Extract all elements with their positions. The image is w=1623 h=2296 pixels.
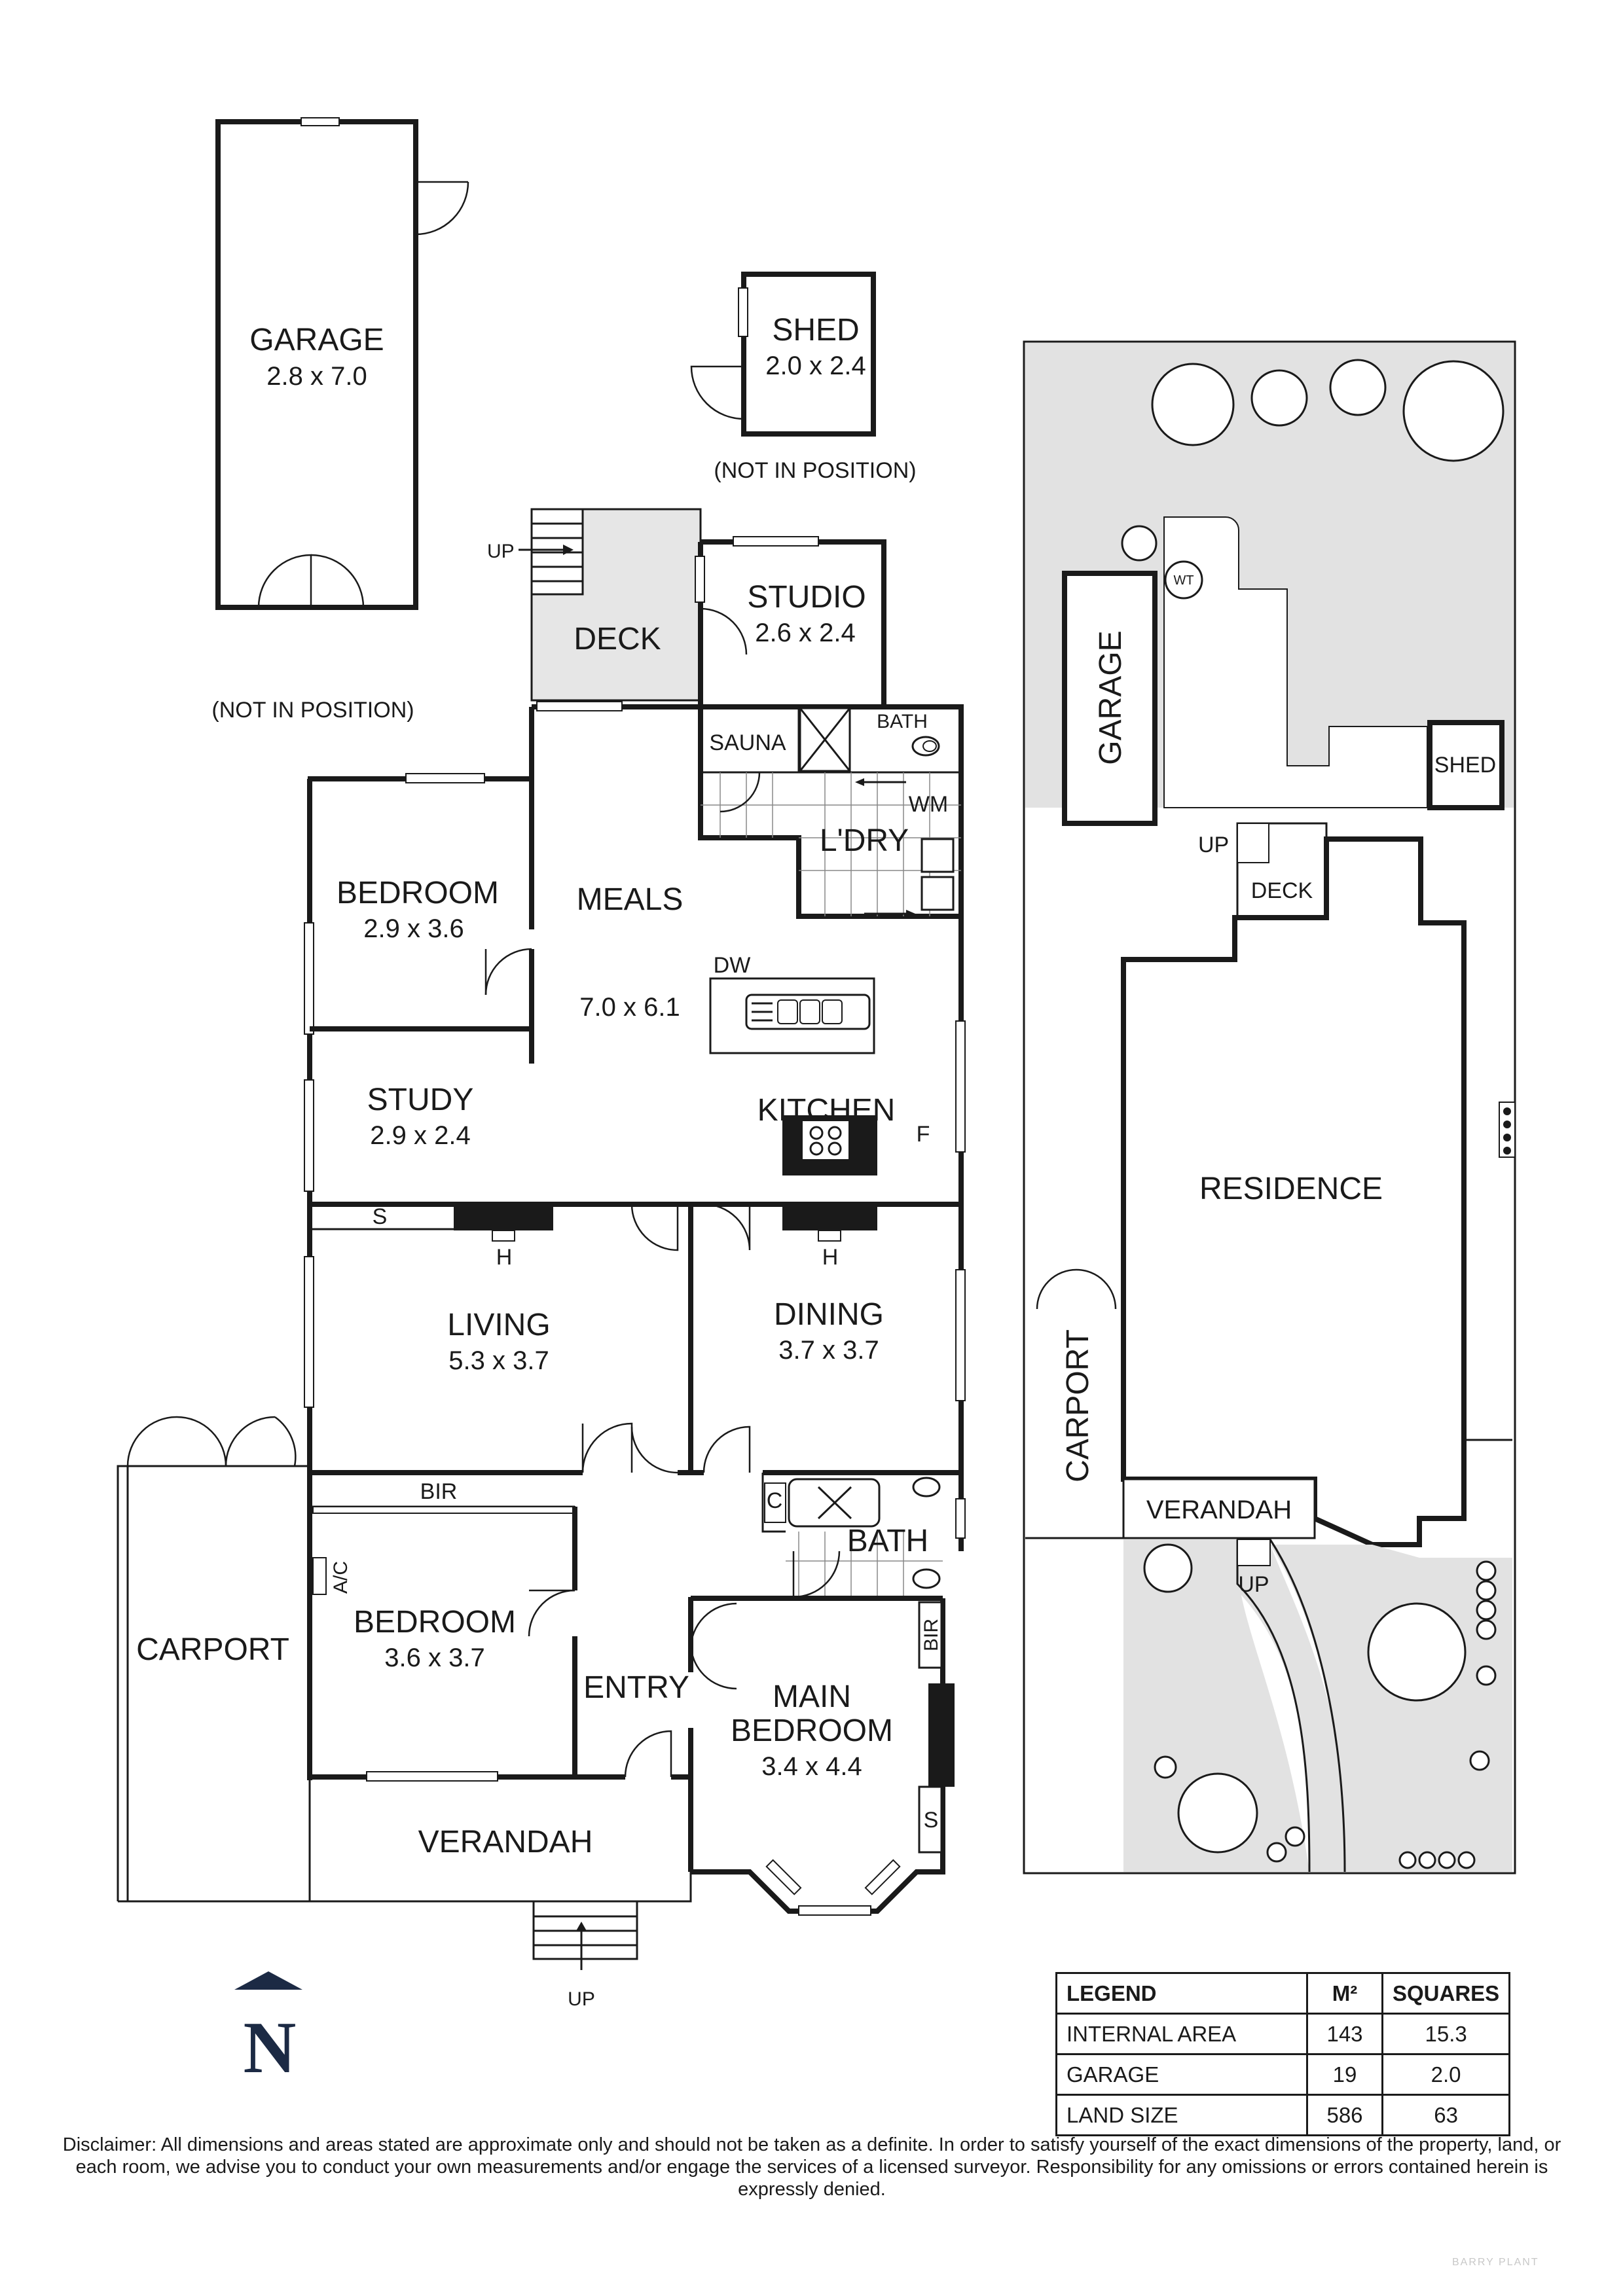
legend-row-label: INTERNAL AREA — [1055, 2013, 1308, 2055]
north-label: N — [244, 2007, 297, 2089]
legend-header-m2: M² — [1306, 1972, 1383, 2015]
site-deck-label: DECK — [1251, 878, 1313, 903]
wm-label: WM — [909, 792, 948, 817]
legend-header-row: LEGEND M² SQUARES — [1055, 1972, 1511, 2015]
studio-label: STUDIO — [747, 580, 866, 615]
site-shed-label: SHED — [1434, 753, 1496, 778]
front-up-label: UP — [568, 1988, 595, 2010]
main-bedroom-label-1: MAIN — [773, 1679, 851, 1714]
front-trees — [1143, 1543, 1497, 1869]
legend-row-squares: 63 — [1381, 2094, 1511, 2136]
rear-bedroom-dims: 2.9 x 3.6 — [363, 914, 464, 943]
shed-note: (NOT IN POSITION) — [714, 458, 916, 483]
rear-trees — [1121, 359, 1504, 562]
bir-label: BIR — [420, 1479, 458, 1504]
rear-bedroom-label: BEDROOM — [337, 876, 499, 910]
watermark: BARRY PLANT — [1452, 2257, 1539, 2268]
ac-label: A/C — [330, 1561, 352, 1594]
garage-dims: 2.8 x 7.0 — [266, 362, 367, 391]
shed-label: SHED — [772, 313, 859, 348]
main-storage-label: S — [924, 1808, 939, 1833]
house-plan: UP DECK STUDIO 2.6 x 2.4 — [117, 508, 966, 2010]
front-bath-tiles — [786, 1532, 943, 1597]
site-garage-label: GARAGE — [1093, 630, 1128, 764]
site-deck-up: UP — [1198, 833, 1229, 857]
legend-row-squares: 2.0 — [1381, 2053, 1511, 2096]
legend-row-label: LAND SIZE — [1055, 2094, 1308, 2136]
shed-dims: 2.0 x 2.4 — [765, 351, 866, 380]
north-arrow: N — [234, 1971, 302, 2089]
meals-label: MEALS — [577, 882, 684, 917]
table-row: GARAGE 19 2.0 — [1055, 2053, 1511, 2096]
entry-label: ENTRY — [583, 1670, 689, 1705]
site-meter — [1499, 1102, 1516, 1158]
water-tank-label: WT — [1173, 573, 1194, 588]
carport-label: CARPORT — [136, 1632, 289, 1667]
legend-row-m2: 586 — [1306, 2094, 1383, 2136]
site-carport-label: CARPORT — [1061, 1329, 1095, 1482]
table-row: LAND SIZE 586 63 — [1055, 2094, 1511, 2136]
deck-up-label: UP — [487, 541, 515, 562]
front-bedroom-dims: 3.6 x 3.7 — [384, 1643, 484, 1672]
site-plan: WT GARAGE SHED UP DECK RESIDENCE CARPORT… — [1023, 340, 1516, 1874]
site-front-up: UP — [1238, 1572, 1269, 1597]
garage-label: GARAGE — [249, 323, 384, 357]
living-label: LIVING — [447, 1308, 550, 1342]
garage-note: (NOT IN POSITION) — [211, 698, 414, 723]
dining-label: DINING — [774, 1297, 884, 1332]
meals-dims: 7.0 x 6.1 — [579, 993, 680, 1022]
main-bir-label: BIR — [921, 1619, 942, 1651]
table-row: INTERNAL AREA 143 15.3 — [1055, 2013, 1511, 2055]
legend-table: LEGEND M² SQUARES INTERNAL AREA 143 15.3… — [1055, 1972, 1511, 2136]
front-bath-label: BATH — [847, 1524, 928, 1558]
cupboard-label: C — [767, 1488, 783, 1513]
disclaimer-text: Disclaimer: All dimensions and areas sta… — [62, 2134, 1561, 2200]
living-heater-label: H — [496, 1245, 513, 1270]
study-label: STUDY — [367, 1083, 474, 1117]
legend-row-m2: 143 — [1306, 2013, 1383, 2055]
dining-dims: 3.7 x 3.7 — [778, 1336, 879, 1365]
living-dims: 5.3 x 3.7 — [448, 1346, 549, 1375]
deck-label: DECK — [574, 622, 661, 656]
dw-label: DW — [714, 953, 751, 978]
shed: SHED 2.0 x 2.4 (NOT IN POSITION) — [690, 272, 917, 483]
main-bedroom-label-2: BEDROOM — [731, 1713, 893, 1748]
sauna-label: SAUNA — [709, 730, 786, 755]
deck-stairs — [519, 508, 584, 596]
detached-garage: GARAGE 2.8 x 7.0 (NOT IN POSITION) — [211, 117, 469, 723]
fridge-label: F — [917, 1122, 930, 1147]
legend-header-squares: SQUARES — [1381, 1972, 1511, 2015]
legend-row-label: GARAGE — [1055, 2053, 1308, 2096]
site-verandah-label: VERANDAH — [1146, 1496, 1292, 1524]
residence-label: RESIDENCE — [1199, 1172, 1383, 1206]
dining-heater-label: H — [822, 1245, 839, 1270]
rear-bath-label: BATH — [877, 711, 928, 732]
laundry-label: L'DRY — [820, 823, 909, 858]
storage-s-label: S — [373, 1204, 388, 1229]
legend-row-squares: 15.3 — [1381, 2013, 1511, 2055]
legend-header: LEGEND — [1055, 1972, 1308, 2015]
front-bedroom-label: BEDROOM — [354, 1605, 516, 1640]
studio-dims: 2.6 x 2.4 — [755, 619, 855, 647]
study-dims: 2.9 x 2.4 — [370, 1121, 470, 1150]
legend-row-m2: 19 — [1306, 2053, 1383, 2096]
verandah-label: VERANDAH — [418, 1825, 593, 1859]
main-bedroom-dims: 3.4 x 4.4 — [761, 1752, 862, 1781]
